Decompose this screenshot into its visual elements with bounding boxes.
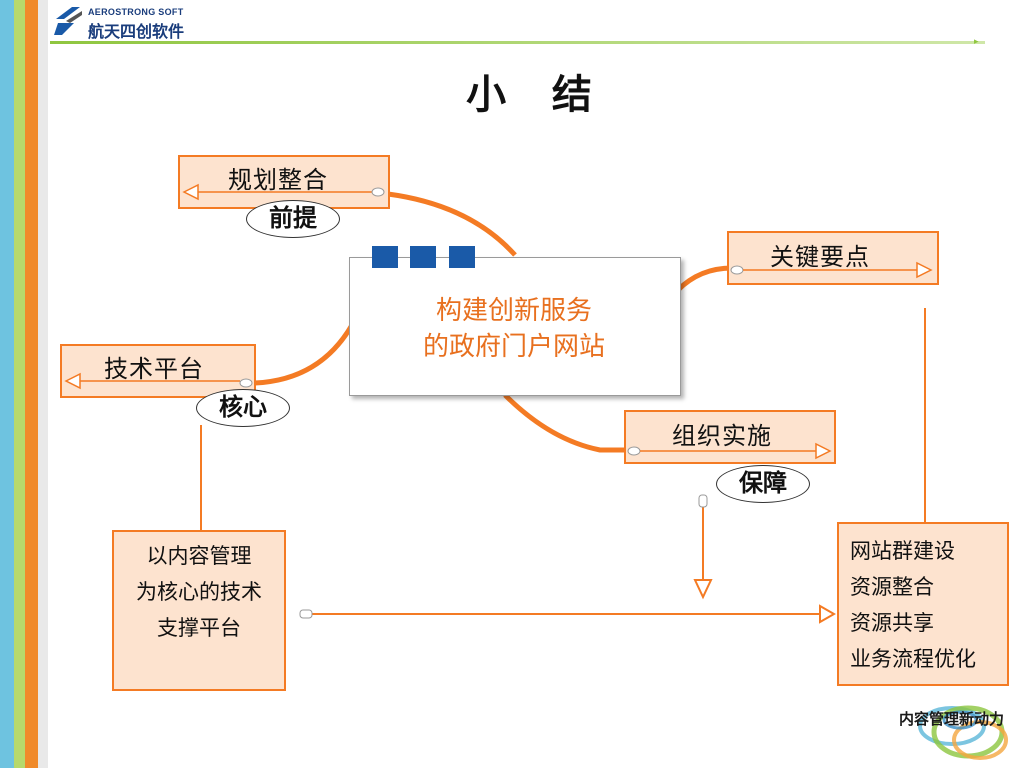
tech-support-line-1: 以内容管理	[146, 544, 252, 568]
header-rule	[50, 41, 985, 44]
tech-support-line-3: 支撑平台	[157, 616, 241, 640]
company-logo: AEROSTRONG SOFT 航天四创软件	[54, 5, 204, 43]
node-planning-arrow	[182, 183, 385, 201]
center-square-3	[449, 246, 475, 268]
node-key-points-arrow	[730, 261, 933, 279]
results-line-2: 资源整合	[850, 575, 934, 599]
arrowhead-right	[819, 604, 837, 624]
node-planning-label: 规划整合	[228, 166, 328, 194]
center-square-2	[410, 246, 436, 268]
results-line-4: 业务流程优化	[850, 647, 976, 671]
slide-title: 小 结	[466, 71, 598, 118]
logo-chevron-icon	[54, 7, 82, 35]
connector-tab-tech	[299, 609, 313, 619]
node-tech-platform-label: 技术平台	[104, 355, 204, 383]
center-text-line2: 的政府门户网站	[422, 332, 605, 362]
logo-text-cn: 航天四创软件	[88, 22, 185, 41]
swoosh-left	[254, 323, 355, 386]
logo-text-en: AEROSTRONG SOFT	[88, 7, 184, 17]
tech-support-line-2: 为核心的技术	[136, 580, 262, 604]
connector-tab-org	[698, 494, 708, 508]
left-stripe-grey	[38, 0, 48, 768]
node-tech-platform	[60, 344, 256, 398]
node-organization-arrow	[627, 442, 832, 460]
header-rule-marker: ▸	[974, 37, 979, 47]
left-stripe-green	[14, 0, 25, 768]
swoosh-bottom	[503, 393, 626, 453]
results-line-3: 资源共享	[850, 611, 934, 635]
results-line-1: 网站群建设	[850, 539, 955, 563]
node-key-points-label: 关键要点	[770, 243, 870, 271]
node-organization-label: 组织实施	[672, 422, 772, 450]
tag-guarantee: 保障	[716, 465, 810, 503]
node-organization	[624, 410, 836, 464]
node-key-points	[727, 231, 939, 285]
node-tech-platform-arrow	[64, 372, 253, 390]
center-box	[349, 257, 681, 396]
footer-logo-text: 内容管理新动力	[899, 710, 1005, 728]
left-stripe-orange	[25, 0, 38, 768]
arrowhead-down	[693, 579, 713, 600]
left-stripe-blue	[0, 0, 14, 768]
swoosh-top-left	[387, 191, 517, 257]
swoosh-right	[676, 265, 733, 292]
tag-premise: 前提	[246, 200, 340, 238]
tech-support-box	[112, 530, 286, 691]
footer-swirl-icon	[918, 705, 1008, 760]
center-text-line1: 构建创新服务	[435, 296, 592, 326]
tag-core: 核心	[196, 389, 290, 427]
center-square-1	[372, 246, 398, 268]
results-box	[837, 522, 1009, 686]
